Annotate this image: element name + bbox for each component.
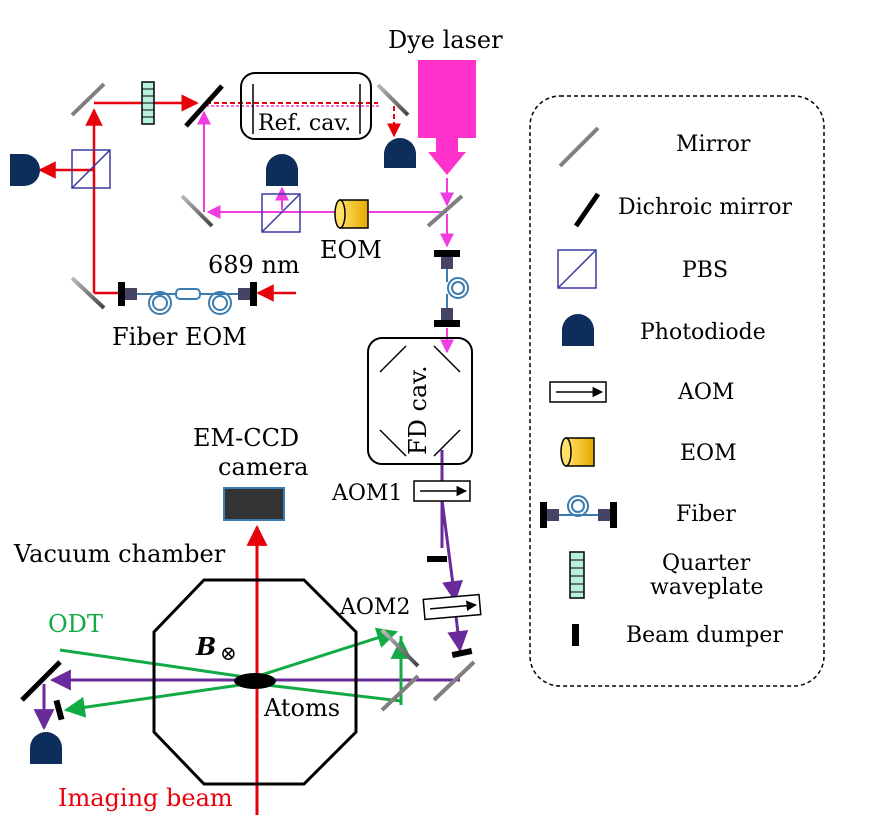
eom-icon (560, 437, 595, 467)
legend-label-waveplate: waveplate (650, 575, 764, 600)
fiber-eom-label: Fiber EOM (112, 323, 247, 351)
magenta-dye-beam (197, 105, 454, 354)
legend: Mirror Dichroic mirror PBS Photodiode AO… (529, 95, 825, 687)
quarter-waveplate-icon (141, 81, 155, 125)
b-field-symbol: ⊗ (220, 641, 237, 665)
ref-cav-label: Ref. cav. (258, 111, 351, 136)
b-field-label: B (195, 632, 216, 661)
689nm-label: 689 nm (208, 251, 300, 279)
legend-label-beam-dumper: Beam dumper (626, 623, 783, 648)
dichroic-mirror-icon (573, 192, 601, 228)
ref-cavity (240, 72, 372, 140)
legend-label-mirror: Mirror (676, 132, 751, 157)
legend-label-eom: EOM (680, 441, 737, 466)
fd-cav-label: FD cav. (404, 365, 432, 455)
atom-cloud (234, 673, 276, 689)
photodiode-icon (562, 314, 594, 346)
imaging-beam-label: Imaging beam (58, 784, 233, 812)
legend-item-aom: AOM (549, 380, 734, 405)
legend-label-aom: AOM (677, 380, 734, 405)
eom-label: EOM (320, 236, 382, 264)
aom2-label: AOM2 (339, 595, 410, 620)
pbs-icon (557, 249, 597, 289)
aom1-label: AOM1 (331, 481, 402, 506)
eom-icon (334, 199, 369, 229)
legend-item-pbs: PBS (557, 249, 728, 289)
beam-dumper-icon (572, 624, 579, 646)
pbs-icon (71, 149, 301, 233)
legend-item-beam-dumper: Beam dumper (572, 623, 783, 648)
dichroic-mirror-icon (20, 660, 62, 702)
em-ccd-label-line2: camera (218, 453, 309, 481)
fd-cavity (367, 337, 473, 465)
mirror-icon (558, 126, 600, 168)
aom-icon (413, 480, 482, 621)
legend-label-photodiode: Photodiode (640, 320, 766, 345)
vacuum-chamber (152, 578, 358, 786)
legend-item-quarter-waveplate: Quarter waveplate (569, 551, 764, 600)
fiber-icon (434, 250, 469, 327)
legend-label-dichroic-mirror: Dichroic mirror (618, 195, 792, 220)
legend-item-photodiode: Photodiode (562, 314, 766, 346)
dye-laser (418, 60, 476, 175)
photodiode-icon (10, 138, 416, 186)
legend-item-eom: EOM (560, 437, 737, 467)
beam-dumper-icon (53, 556, 473, 721)
dye-laser-label: Dye laser (388, 26, 503, 54)
fiber-eom (118, 282, 257, 315)
mirror-icon (380, 628, 476, 712)
photodiode-icon (30, 732, 62, 764)
vacuum-chamber-label: Vacuum chamber (13, 540, 226, 568)
odt-label: ODT (48, 610, 103, 638)
legend-item-mirror: Mirror (558, 126, 751, 168)
quarter-waveplate-icon (569, 551, 585, 599)
legend-label-quarter: Quarter (662, 551, 751, 576)
legend-item-dichroic-mirror: Dichroic mirror (573, 192, 792, 228)
em-ccd-label-line1: EM-CCD (193, 424, 299, 452)
aom-icon (549, 381, 607, 403)
legend-label-pbs: PBS (682, 258, 728, 283)
dichroic-mirror-icon (184, 84, 224, 128)
em-ccd-camera (223, 487, 285, 521)
legend-label-fiber: Fiber (676, 502, 736, 527)
atoms-label: Atoms (263, 694, 340, 722)
fiber-icon (540, 495, 617, 528)
mirror-icon (70, 82, 464, 310)
legend-item-fiber: Fiber (540, 495, 736, 528)
